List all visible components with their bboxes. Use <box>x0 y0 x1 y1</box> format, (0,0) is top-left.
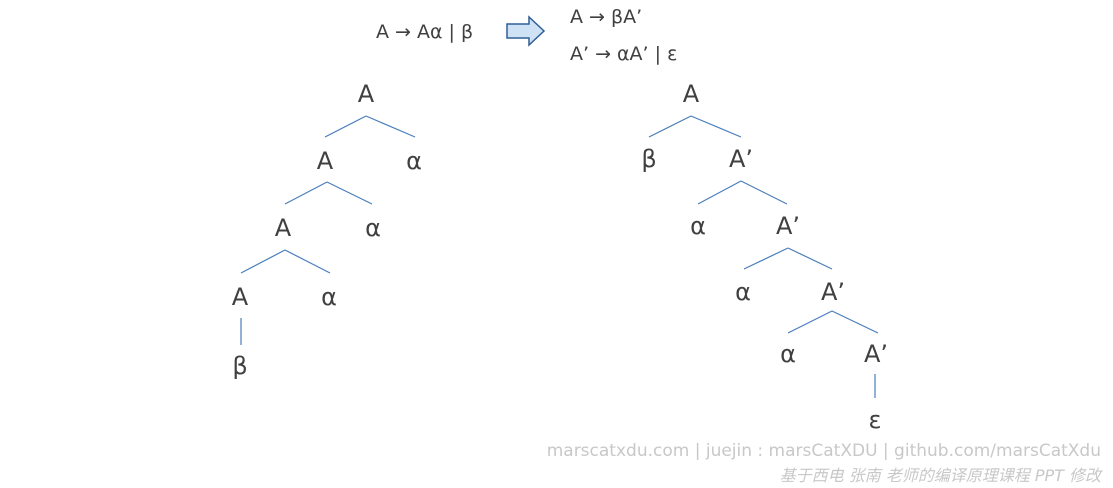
watermark-line-2: 基于西电 张南 老师的编译原理课程 PPT 修改 <box>779 466 1101 485</box>
right-tree-node: α <box>690 212 706 240</box>
tree-edge <box>690 115 742 138</box>
left-tree-node: α <box>321 283 337 311</box>
right-tree-node: A <box>682 80 700 108</box>
left-tree-node: α <box>365 214 381 242</box>
right-tree-node: ε <box>868 406 882 434</box>
tree-edge <box>648 115 692 138</box>
left-tree-node: α <box>406 147 422 175</box>
tree-edge <box>326 181 373 205</box>
tree-edge <box>831 310 879 334</box>
right-tree-node: A’ <box>820 278 846 306</box>
right-tree-node: A’ <box>728 145 754 173</box>
right-tree-node: A’ <box>863 340 889 368</box>
tree-edge <box>284 181 328 205</box>
tree-edge <box>284 249 331 274</box>
rewritten-rule-1: A → βA’ <box>570 6 643 28</box>
right-tree-node: A’ <box>775 212 801 240</box>
transform-arrow-icon <box>506 15 546 47</box>
left-tree-node: A <box>316 147 334 175</box>
watermark-line-1: marscatxdu.com | juejin : marsCatXDU | g… <box>546 441 1101 461</box>
left-tree-node: A <box>274 214 292 242</box>
original-rule: A → Aα | β <box>376 21 474 43</box>
tree-edge <box>365 115 416 138</box>
left-tree-node: A <box>357 80 375 108</box>
rewritten-rule-2: A’ → αA’ | ε <box>570 43 678 65</box>
tree-edge <box>787 310 833 334</box>
right-tree-node: α <box>735 278 751 306</box>
tree-edge <box>697 180 742 205</box>
tree-edge <box>240 249 286 274</box>
left-tree-node: β <box>232 352 248 380</box>
right-tree-node: α <box>780 340 796 368</box>
tree-edge <box>787 247 833 270</box>
left-tree-node: A <box>231 283 249 311</box>
tree-edge <box>324 115 367 138</box>
tree-edge <box>740 180 788 205</box>
right-tree-node: β <box>641 145 657 173</box>
tree-edge <box>743 247 789 270</box>
